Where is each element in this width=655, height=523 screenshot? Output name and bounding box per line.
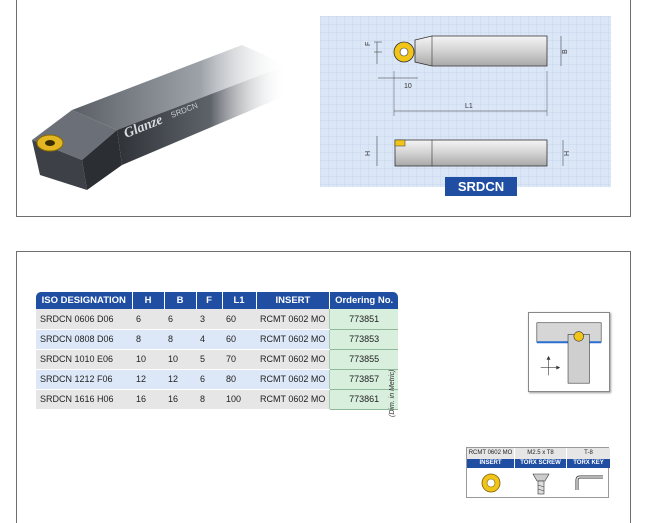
cell-h: 16: [132, 389, 164, 410]
header-h: H: [132, 292, 165, 309]
table-row: SRDCN 1212 F06 12 12 6 80 RCMT 0602 MO 7…: [36, 369, 398, 390]
cell-iso: SRDCN 0606 D06: [36, 309, 132, 330]
table-row: SRDCN 0606 D06 6 6 3 60 RCMT 0602 MO 773…: [36, 309, 398, 330]
tool-holder-photo: Glanze SRDCN: [32, 45, 287, 190]
cell-l1: 80: [222, 369, 256, 390]
accessory-torx-key: T-8 TORX KEY: [567, 448, 610, 503]
torx-screw-label: TORX SCREW: [515, 459, 567, 468]
accessory-torx-screw: M2.5 x T8 TORX SCREW: [515, 448, 567, 503]
dimension-note: (Dim. in Metric): [389, 369, 396, 417]
header-f: F: [196, 292, 223, 309]
cell-insert: RCMT 0602 MO: [256, 369, 330, 390]
insert-label: INSERT: [467, 459, 515, 468]
cell-insert: RCMT 0602 MO: [256, 309, 330, 330]
cell-f: 3: [196, 309, 222, 330]
dim-b: B: [562, 49, 569, 54]
dim-f: F: [365, 42, 372, 46]
cell-iso: SRDCN 1616 H06: [36, 389, 132, 410]
insert-icon: [36, 134, 64, 152]
cell-insert: RCMT 0602 MO: [256, 389, 330, 410]
cell-b: 16: [164, 389, 196, 410]
cell-l1: 70: [222, 349, 256, 370]
insert-code: RCMT 0602 MO: [467, 448, 515, 459]
accessory-insert: RCMT 0602 MO INSERT: [467, 448, 515, 503]
header-insert: INSERT: [256, 292, 331, 309]
cell-ordering: 773861: [329, 389, 398, 410]
table-row: SRDCN 1010 E06 10 10 5 70 RCMT 0602 MO 7…: [36, 349, 398, 370]
cell-ordering: 773853: [329, 329, 398, 350]
table-row: SRDCN 1616 H06 16 16 8 100 RCMT 0602 MO …: [36, 389, 398, 410]
cell-ordering: 773851: [329, 309, 398, 330]
cell-h: 8: [132, 329, 164, 350]
cell-b: 12: [164, 369, 196, 390]
cell-h: 12: [132, 369, 164, 390]
cell-h: 6: [132, 309, 164, 330]
cell-b: 8: [164, 329, 196, 350]
cell-l1: 60: [222, 329, 256, 350]
cell-l1: 60: [222, 309, 256, 330]
header-iso: ISO DESIGNATION: [36, 292, 133, 309]
accessories-box: RCMT 0602 MO INSERT M2.5 x T8 TORX SCREW…: [466, 447, 610, 498]
dim-h-left: H: [365, 151, 372, 156]
cell-iso: SRDCN 1010 E06: [36, 349, 132, 370]
cell-ordering: 773857: [329, 369, 398, 390]
torx-key-label: TORX KEY: [567, 459, 610, 468]
cell-h: 10: [132, 349, 164, 370]
header-b: B: [164, 292, 197, 309]
table-row: SRDCN 0808 D06 8 8 4 60 RCMT 0602 MO 773…: [36, 329, 398, 350]
technical-drawing: F B 10 L1 H H: [320, 16, 611, 187]
spec-table: ISO DESIGNATION H B F L1 INSERT Ordering…: [36, 292, 398, 410]
cell-f: 6: [196, 369, 222, 390]
dim-h-right: H: [564, 151, 571, 156]
table-header-row: ISO DESIGNATION H B F L1 INSERT Ordering…: [36, 292, 398, 309]
torx-key-code: T-8: [567, 448, 610, 459]
usage-sketch: [528, 312, 610, 392]
screw-icon: [532, 473, 550, 495]
cell-f: 4: [196, 329, 222, 350]
cell-insert: RCMT 0602 MO: [256, 349, 330, 370]
cell-iso: SRDCN 0808 D06: [36, 329, 132, 350]
cell-ordering: 773855: [329, 349, 398, 370]
insert-icon: [481, 473, 501, 493]
cell-iso: SRDCN 1212 F06: [36, 369, 132, 390]
cell-b: 6: [164, 309, 196, 330]
cell-b: 10: [164, 349, 196, 370]
dim-l1: L1: [465, 103, 473, 110]
header-l1: L1: [222, 292, 257, 309]
dim-10: 10: [404, 83, 412, 90]
header-ordering: Ordering No.: [329, 292, 398, 309]
torx-screw-code: M2.5 x T8: [515, 448, 567, 459]
cell-insert: RCMT 0602 MO: [256, 329, 330, 350]
key-icon: [575, 475, 603, 490]
cell-f: 5: [196, 349, 222, 370]
cell-l1: 100: [222, 389, 256, 410]
cell-f: 8: [196, 389, 222, 410]
drawing-label: SRDCN: [445, 177, 517, 196]
